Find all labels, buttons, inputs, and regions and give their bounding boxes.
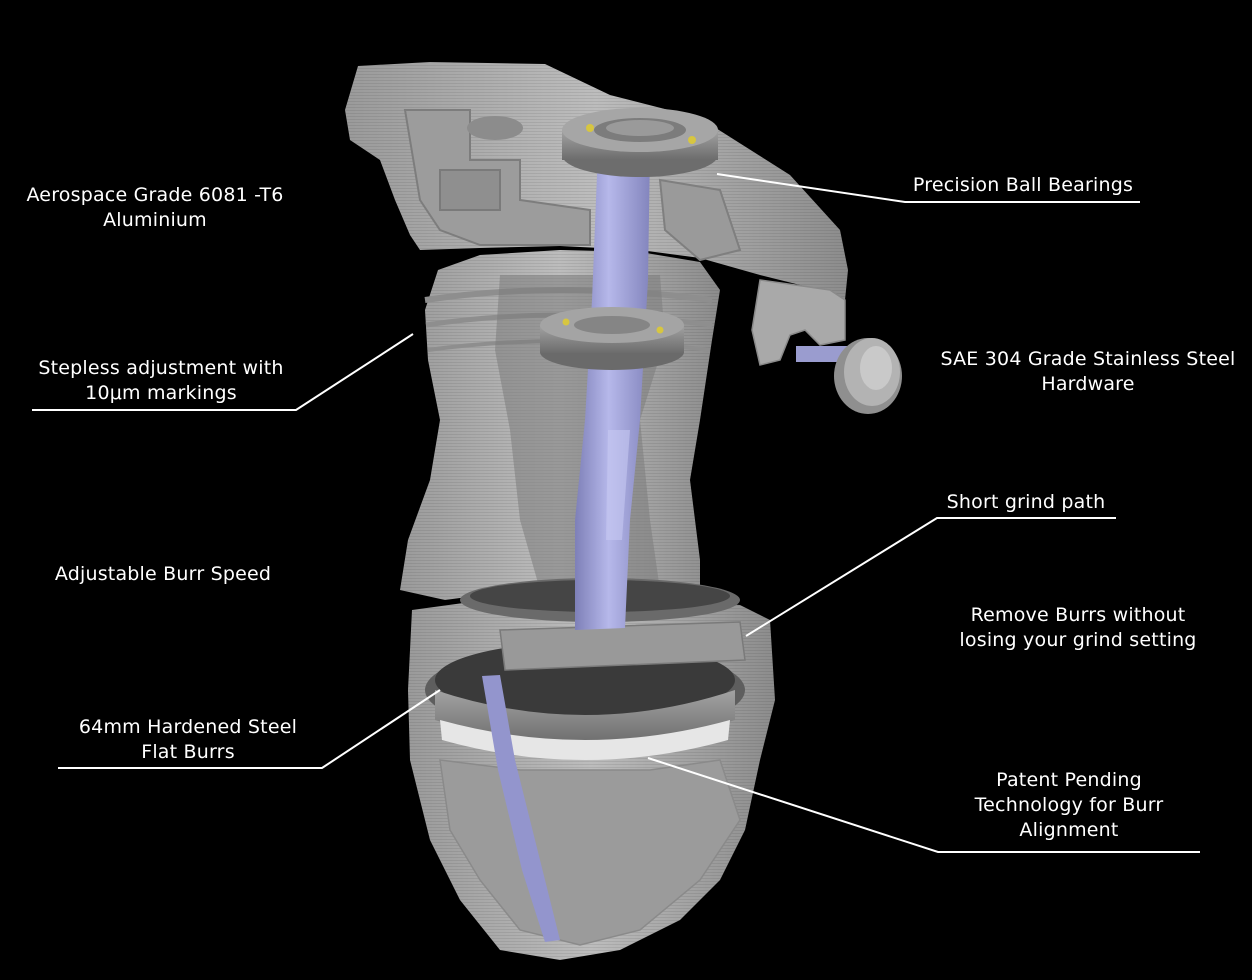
label-flat-burrs-line2: Flat Burrs: [141, 741, 235, 763]
label-stepless-adjustment: Stepless adjustment with 10μm markings: [28, 356, 294, 406]
label-ball-bearings-line1: Precision Ball Bearings: [912, 174, 1134, 196]
label-grind-path-line1: Short grind path: [946, 491, 1106, 513]
upper-bearing: [562, 108, 718, 177]
middle-body: [400, 250, 720, 600]
label-stainless-line1: SAE 304 Grade Stainless Steel: [940, 348, 1236, 370]
callout-line-ball-bearings: [716, 173, 1140, 203]
label-remove-burrs-line1: Remove Burrs without: [970, 604, 1186, 626]
label-patent-line2: Technology for Burr: [974, 794, 1164, 816]
top-housing: [345, 62, 848, 366]
thumb-screw: [796, 338, 902, 414]
burr-chamber: [408, 578, 775, 960]
callout-line-stepless: [32, 333, 414, 411]
label-remove-burrs-line2: losing your grind setting: [959, 629, 1197, 651]
label-remove-burrs: Remove Burrs without losing your grind s…: [940, 603, 1216, 653]
label-aluminium: Aerospace Grade 6081 -T6 Aluminium: [15, 183, 295, 233]
label-flat-burrs: 64mm Hardened Steel Flat Burrs: [62, 715, 314, 765]
callout-line-patent: [647, 757, 1200, 853]
label-aluminium-line2: Aluminium: [103, 209, 207, 231]
label-burr-speed: Adjustable Burr Speed: [40, 562, 286, 587]
label-patent-line3: Alignment: [1019, 819, 1119, 841]
label-grind-path: Short grind path: [930, 490, 1122, 515]
label-patent-line1: Patent Pending: [996, 769, 1142, 791]
label-burr-speed-line1: Adjustable Burr Speed: [54, 563, 272, 585]
label-flat-burrs-line1: 64mm Hardened Steel: [78, 716, 298, 738]
label-stepless-line2: 10μm markings: [85, 382, 237, 404]
callout-lines: [32, 173, 1200, 853]
callout-line-grind-path: [745, 517, 1116, 637]
drive-shaft: [575, 150, 650, 630]
label-stainless-hardware: SAE 304 Grade Stainless Steel Hardware: [930, 347, 1246, 397]
lower-bearing: [540, 307, 684, 370]
label-stepless-line1: Stepless adjustment with: [38, 357, 284, 379]
label-patent-pending: Patent Pending Technology for Burr Align…: [950, 768, 1188, 843]
label-ball-bearings: Precision Ball Bearings: [900, 173, 1146, 198]
callout-line-flat-burrs: [58, 689, 441, 769]
label-stainless-line2: Hardware: [1041, 373, 1135, 395]
label-aluminium-line1: Aerospace Grade 6081 -T6: [26, 184, 284, 206]
